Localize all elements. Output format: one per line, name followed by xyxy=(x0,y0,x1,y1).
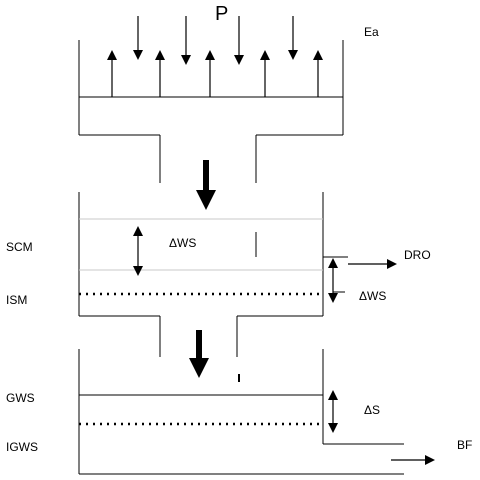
infiltration-arrow xyxy=(196,160,216,210)
ism-label: ISM xyxy=(6,293,28,307)
groundwater-delta-label: ΔS xyxy=(364,403,381,417)
evaporation-label: Ea xyxy=(364,25,379,39)
bf-label: BF xyxy=(457,438,473,452)
evaporation-arrows xyxy=(107,50,323,97)
dro-label: DRO xyxy=(404,248,431,262)
scm-label: SCM xyxy=(6,240,33,254)
surface-reservoir xyxy=(78,40,344,183)
precipitation-arrows xyxy=(133,16,298,65)
soil-storage-delta-right-label: ΔWS xyxy=(359,289,387,303)
igws-label: IGWS xyxy=(6,440,38,454)
soil-layer-lines xyxy=(79,218,323,271)
precipitation-label: P xyxy=(215,3,229,25)
soil-storage-delta-label: ΔWS xyxy=(169,236,197,250)
groundwater-reservoir xyxy=(78,349,404,475)
gws-label: GWS xyxy=(6,391,35,405)
soil-reservoir xyxy=(78,192,348,357)
percolation-arrow xyxy=(189,330,209,378)
